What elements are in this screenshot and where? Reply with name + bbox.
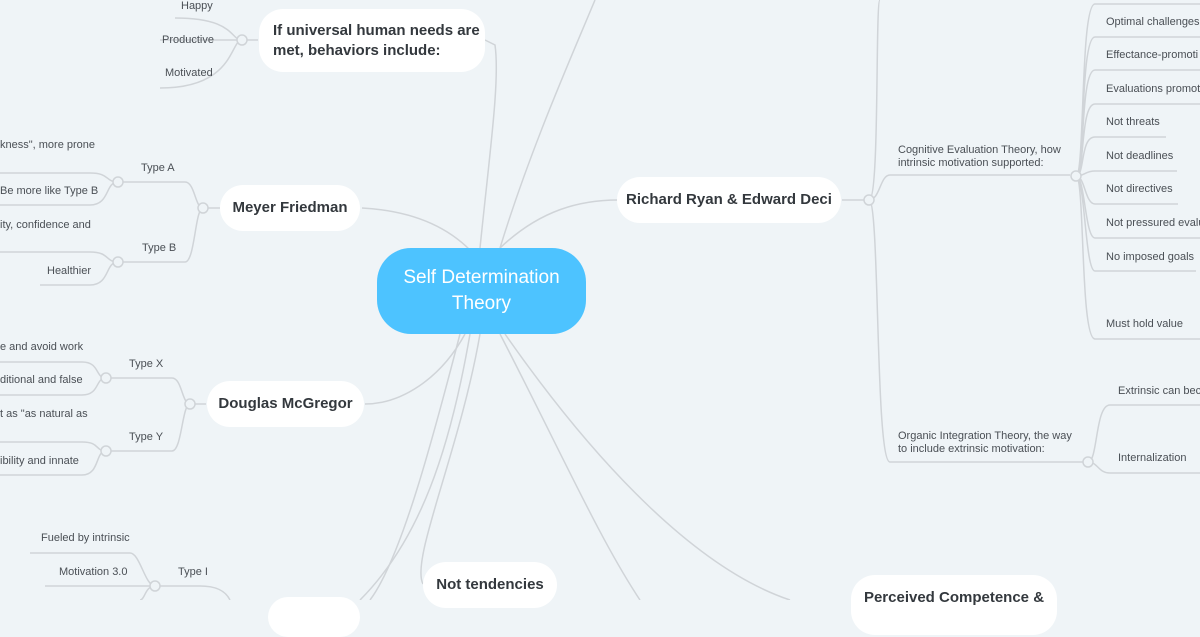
node-not-tendencies[interactable]: Not tendencies (423, 562, 557, 608)
list-item[interactable]: kness", more prone (0, 139, 96, 151)
list-item[interactable]: Effectance-promoti (1106, 49, 1199, 61)
list-item[interactable]: Internalization (1118, 452, 1187, 464)
node-label: If universal human needs are met, behavi… (273, 21, 480, 59)
list-item[interactable]: Extrinsic can beco (1118, 385, 1200, 397)
list-item[interactable]: ibility and innate (0, 455, 79, 467)
node-perceived-competence[interactable]: Perceived Competence & (851, 575, 1057, 635)
list-item[interactable]: ity, confidence and (0, 219, 91, 231)
node-partial-bottom-left[interactable] (268, 597, 360, 637)
list-item[interactable]: Must hold value (1106, 318, 1184, 330)
list-item[interactable]: Productive (162, 34, 214, 46)
list-item[interactable]: Happy (181, 0, 213, 12)
node-label: Richard Ryan & Edward Deci (626, 191, 832, 208)
root-label: Self Determination Theory (403, 267, 560, 314)
list-item[interactable]: ditional and false (0, 374, 83, 386)
list-item[interactable]: e and avoid work (0, 341, 84, 353)
node-douglas-mcgregor[interactable]: Douglas McGregor (207, 381, 364, 427)
type-y-label[interactable]: Type Y (129, 431, 164, 443)
list-item[interactable]: No imposed goals (1106, 251, 1195, 263)
node-label: Meyer Friedman (232, 199, 348, 216)
list-item[interactable]: Not deadlines (1106, 150, 1174, 162)
node-label: Not tendencies (436, 576, 544, 593)
cet-label[interactable]: Cognitive Evaluation Theory, how intrins… (898, 144, 1061, 169)
oit-label[interactable]: Organic Integration Theory, the way to i… (898, 430, 1072, 455)
type-b-label[interactable]: Type B (142, 242, 177, 254)
list-item[interactable]: Motivated (165, 67, 213, 79)
type-i-label[interactable]: Type I (178, 566, 208, 578)
node-universal-needs[interactable]: If universal human needs are met, behavi… (259, 9, 485, 72)
root-node[interactable]: Self Determination Theory (377, 248, 586, 334)
list-item[interactable]: Not threats (1106, 116, 1160, 128)
type-x-label[interactable]: Type X (129, 358, 164, 370)
connector-lines (0, 0, 1200, 600)
list-item[interactable]: Not directives (1106, 183, 1173, 195)
list-item[interactable]: Healthier (47, 265, 92, 277)
list-item[interactable]: Evaluations promoti (1106, 83, 1200, 95)
list-item[interactable]: Motivation 3.0 (59, 566, 128, 578)
list-item[interactable]: t as "as natural as (0, 408, 88, 420)
list-item[interactable]: Fueled by intrinsic (41, 532, 130, 544)
list-item[interactable]: Optimal challenges (1106, 16, 1200, 28)
list-item[interactable]: Not pressured evalu (1106, 217, 1200, 229)
node-label: Douglas McGregor (218, 395, 353, 412)
node-ryan-deci[interactable]: Richard Ryan & Edward Deci (617, 177, 841, 223)
node-label: Perceived Competence & (863, 589, 1045, 606)
type-a-label[interactable]: Type A (141, 162, 175, 174)
list-item[interactable]: Be more like Type B (0, 185, 99, 197)
node-meyer-friedman[interactable]: Meyer Friedman (220, 185, 360, 231)
